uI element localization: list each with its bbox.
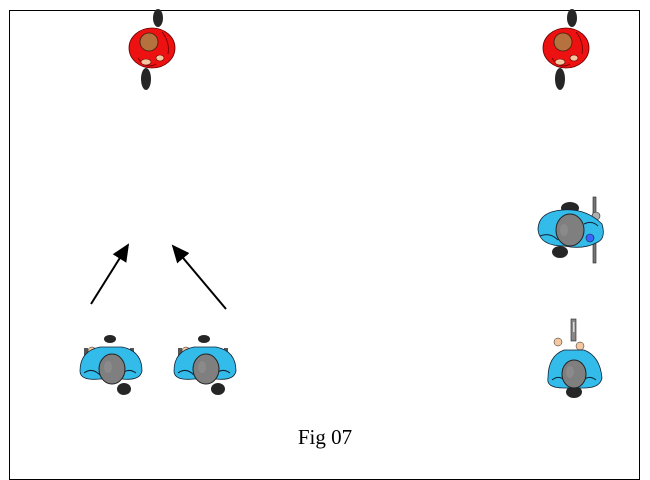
movement-arrow-left bbox=[90, 243, 130, 305]
defender-topdown-icon bbox=[173, 335, 237, 395]
attacker-topdown-icon bbox=[128, 9, 176, 90]
diagram: Fig 07 bbox=[9, 9, 640, 480]
scene bbox=[79, 9, 604, 398]
defender-with-baton-icon bbox=[547, 318, 603, 398]
defender-topdown-icon bbox=[79, 335, 143, 395]
figure-caption: Fig 07 bbox=[297, 425, 353, 449]
movement-arrow-right bbox=[171, 244, 227, 310]
defender-with-baton-icon bbox=[537, 196, 604, 264]
attacker-topdown-icon bbox=[542, 9, 590, 90]
